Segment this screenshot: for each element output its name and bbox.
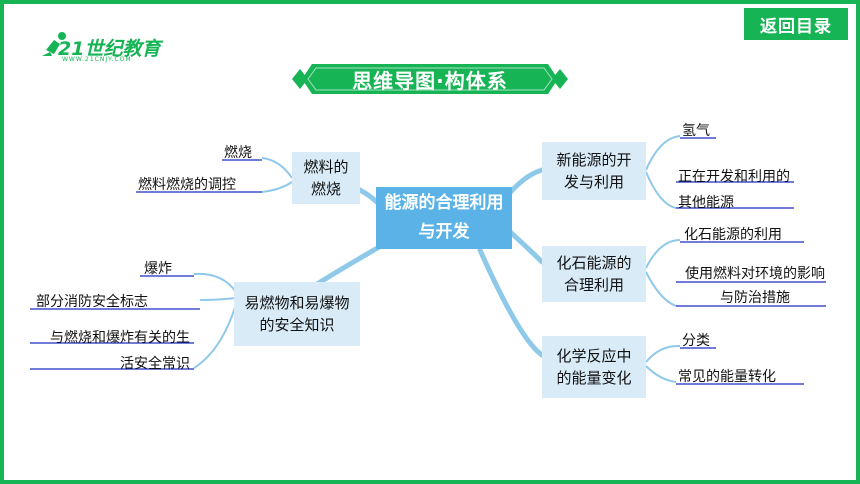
leaf-combustion: 燃烧: [224, 145, 252, 161]
logo-icon: [42, 32, 66, 56]
leaf-fire-signs: 部分消防安全标志: [36, 294, 148, 310]
leaf-combustion-control: 燃料燃烧的调控: [138, 177, 236, 193]
leaf-hydrogen: 氢气: [682, 123, 710, 139]
leaf-explosion: 爆炸: [144, 261, 172, 277]
node-energy-change: 化学反应中的能量变化: [542, 336, 646, 398]
leaf-energy-conversion: 常见的能量转化: [678, 369, 776, 385]
leaf-fossil-use: 化石能源的利用: [684, 227, 782, 243]
section-banner: [292, 64, 568, 94]
node-fossil-energy: 化石能源的合理利用: [542, 246, 646, 302]
node-flammable-safety: 易燃物和易爆物的安全知识: [234, 282, 360, 346]
logo-text: 21世纪教育: [58, 38, 161, 60]
leaf-other-energy: 正在开发和利用的其他能源: [678, 169, 790, 211]
center-node: 能源的合理利用与开发: [376, 187, 512, 249]
leaf-environment-impact: 使用燃料对环境的影响与防治措施: [685, 266, 825, 306]
logo-subtext: WWW.21CNJY.COM: [62, 56, 132, 63]
node-new-energy: 新能源的开发与利用: [542, 142, 646, 200]
back-to-contents-button[interactable]: 返回目录: [744, 8, 848, 40]
node-fuel-combustion: 燃料的燃烧: [292, 152, 360, 204]
leaf-safety-knowledge: 与燃烧和爆炸有关的生活安全常识: [50, 330, 190, 372]
banner-title: 思维导图·构体系: [352, 68, 508, 93]
leaf-classification: 分类: [682, 333, 710, 349]
